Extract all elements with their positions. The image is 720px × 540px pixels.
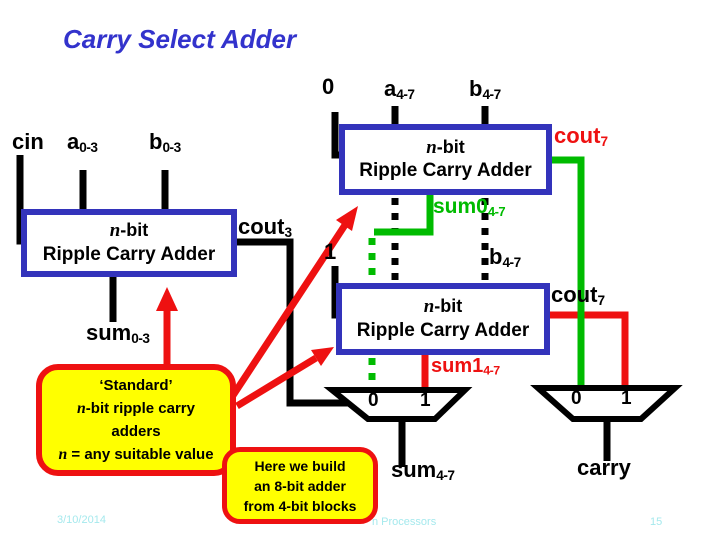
ripple-adder-box-bottom	[336, 283, 550, 355]
footer-page-number: 15	[650, 516, 663, 528]
arrow-to-left-adder-head	[156, 287, 178, 311]
label-b4-7-mid: b4-7	[489, 244, 521, 270]
note-8bit-adder: Here we build an 8-bit adder from 4-bit …	[222, 447, 378, 524]
label-sum4-7: sum4-7	[391, 457, 455, 483]
label-sum0-3: sum0-3	[86, 320, 150, 346]
arrow-to-top-adder-head	[336, 206, 358, 231]
wire-sum0-green	[374, 190, 434, 236]
arrow-to-top-adder-shaft	[229, 223, 348, 399]
mux-left	[323, 387, 473, 422]
label-zero-input: 0	[322, 74, 335, 99]
arrow-to-bottom-adder-shaft	[235, 355, 318, 409]
note-standard-adders: ‘Standard’ n-bit ripple carry adders n =…	[36, 364, 236, 476]
label-cin: cin	[12, 129, 44, 154]
note-line: adders	[111, 423, 161, 440]
note-line: n-bit ripple carry	[77, 400, 195, 417]
wire-cout7-green	[546, 156, 585, 390]
ripple-adder-box-top	[339, 124, 552, 195]
ripple-adder-box-left	[21, 209, 237, 277]
label-cout7-top: cout7	[554, 123, 608, 149]
label-a4-7: a4-7	[384, 76, 415, 102]
mux-right-input1-label: 1	[621, 388, 632, 409]
footer-date: 3/10/2014	[57, 514, 106, 526]
wire-cout7-red	[546, 311, 629, 390]
note-line: Here we build	[254, 457, 346, 474]
mux-right-input0-label: 0	[571, 388, 582, 409]
arrow-to-bottom-adder-head	[311, 347, 334, 366]
label-sum1-4-7: sum14-7	[431, 355, 500, 378]
mux-left-input1-label: 1	[420, 390, 431, 411]
label-one-input: 1	[324, 239, 337, 264]
label-sum0-4-7: sum04-7	[433, 195, 506, 219]
note-line: from 4-bit blocks	[243, 497, 357, 514]
mux-left-input0-label: 0	[368, 390, 379, 411]
wire-cout3-select	[232, 238, 351, 407]
label-cout3: cout3	[238, 214, 292, 240]
label-a0-3: a0-3	[67, 129, 98, 155]
label-b4-7-top: b4-7	[469, 76, 501, 102]
note-line: n = any suitable value	[58, 446, 214, 463]
note-line: ‘Standard’	[99, 377, 173, 394]
label-cout7-mid: cout7	[551, 282, 605, 308]
footer-center-text: n Processors	[372, 516, 437, 528]
note-line: an 8-bit adder	[254, 477, 346, 494]
label-carry: carry	[577, 455, 631, 480]
slide-title: Carry Select Adder	[63, 24, 297, 54]
label-b0-3: b0-3	[149, 129, 181, 155]
mux-right	[530, 385, 683, 422]
